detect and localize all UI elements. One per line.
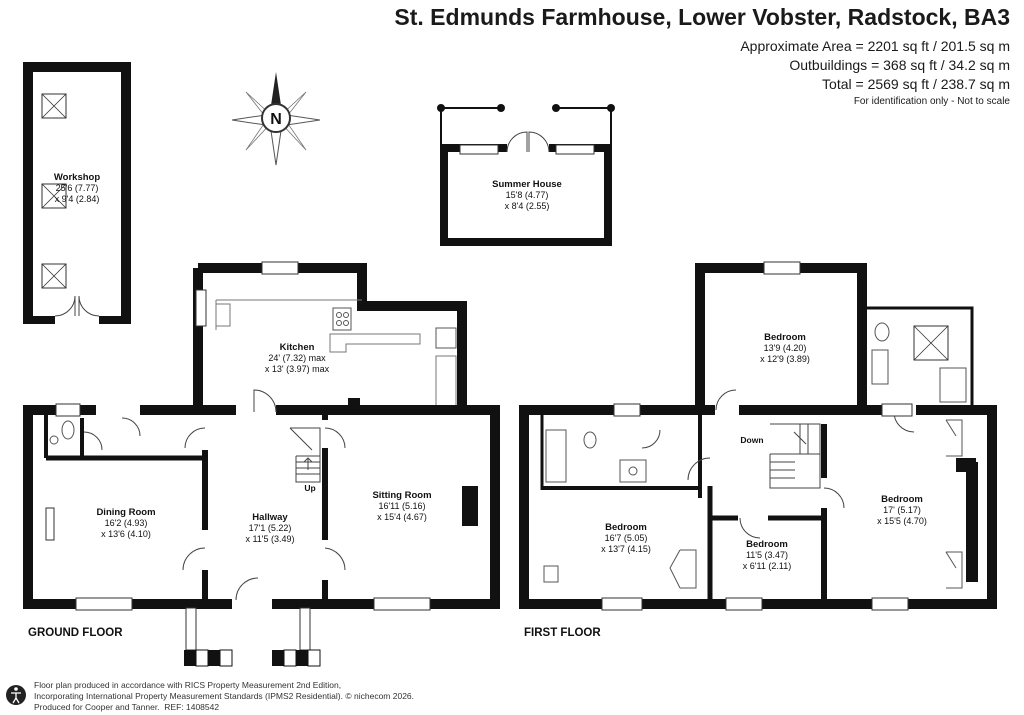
room-dimension: x 11'5 (3.49) [245, 534, 294, 544]
room-dimension: x 13'6 (4.10) [101, 529, 151, 539]
room-dimension: x 6'11 (2.11) [743, 561, 791, 571]
identification-note: For identification only - Not to scale [853, 96, 1010, 107]
outbuildings-area: Outbuildings = 368 sq ft / 34.2 sq m [789, 57, 1010, 73]
room-name: Bedroom [881, 494, 923, 505]
footer-produced-for: Produced for Cooper and Tanner. REF: 140… [34, 702, 219, 712]
first-floor-plan [519, 261, 997, 611]
room-dimension: 16'2 (4.93) [105, 518, 148, 528]
room-name: Kitchen [280, 342, 315, 353]
room-name: Bedroom [764, 332, 806, 343]
compass-icon: N [231, 72, 321, 166]
room-dimension: 17' (5.17) [883, 505, 921, 515]
room-name: Sitting Room [372, 490, 431, 501]
footer-produced-text: Produced for Cooper and Tanner. [34, 702, 160, 712]
room-dimension: x 13' (3.97) max [265, 364, 330, 374]
room-dimension: x 13'7 (4.15) [601, 544, 651, 554]
footer-ipms-note: Incorporating International Property Mea… [34, 691, 414, 701]
total-area: Total = 2569 sq ft / 238.7 sq m [822, 76, 1010, 92]
approximate-area: Approximate Area = 2201 sq ft / 201.5 sq… [740, 38, 1010, 54]
ground-floor-label: GROUND FLOOR [28, 627, 123, 639]
room-dimension: x 9'4 (2.84) [55, 194, 100, 204]
stairs-down-label: Down [740, 435, 763, 445]
footer-copyright: © nichecom 2026. [345, 691, 415, 701]
accessibility-icon [6, 685, 26, 705]
footer-ref: REF: 1408542 [164, 702, 220, 712]
room-dimension: 17'1 (5.22) [249, 523, 292, 533]
workshop-outline [23, 62, 131, 326]
first-floor-label: FIRST FLOOR [524, 627, 601, 639]
room-dimension: 16'11 (5.16) [378, 501, 425, 511]
room-dimension: 15'8 (4.77) [506, 190, 549, 200]
room-dimension: 16'7 (5.05) [605, 533, 648, 543]
compass-north-label: N [270, 111, 282, 128]
room-dimension: x 8'4 (2.55) [505, 201, 550, 211]
room-dimension: 25'6 (7.77) [56, 183, 99, 193]
skylight-icon [41, 93, 67, 289]
room-dimension: 24' (7.32) max [268, 353, 326, 363]
room-name: Hallway [252, 512, 288, 523]
room-dimension: 11'5 (3.47) [746, 550, 788, 560]
room-dimension: x 12'9 (3.89) [760, 354, 810, 364]
room-name: Bedroom [605, 522, 647, 533]
room-name: Dining Room [96, 507, 155, 518]
summer-house-outline [437, 104, 615, 246]
room-dimension: 13'9 (4.20) [764, 343, 807, 353]
footer-ipms-text: Incorporating International Property Mea… [34, 691, 343, 701]
stairs-up-label: Up [304, 483, 315, 493]
plan-title: St. Edmunds Farmhouse, Lower Vobster, Ra… [394, 4, 1010, 30]
room-name: Workshop [54, 172, 100, 183]
ground-floor-plan [23, 261, 500, 667]
room-name: Bedroom [746, 539, 788, 550]
footer-rics-note: Floor plan produced in accordance with R… [34, 680, 342, 690]
room-dimension: x 15'4 (4.67) [377, 512, 427, 522]
room-name: Summer House [492, 179, 562, 190]
room-dimension: x 15'5 (4.70) [877, 516, 927, 526]
